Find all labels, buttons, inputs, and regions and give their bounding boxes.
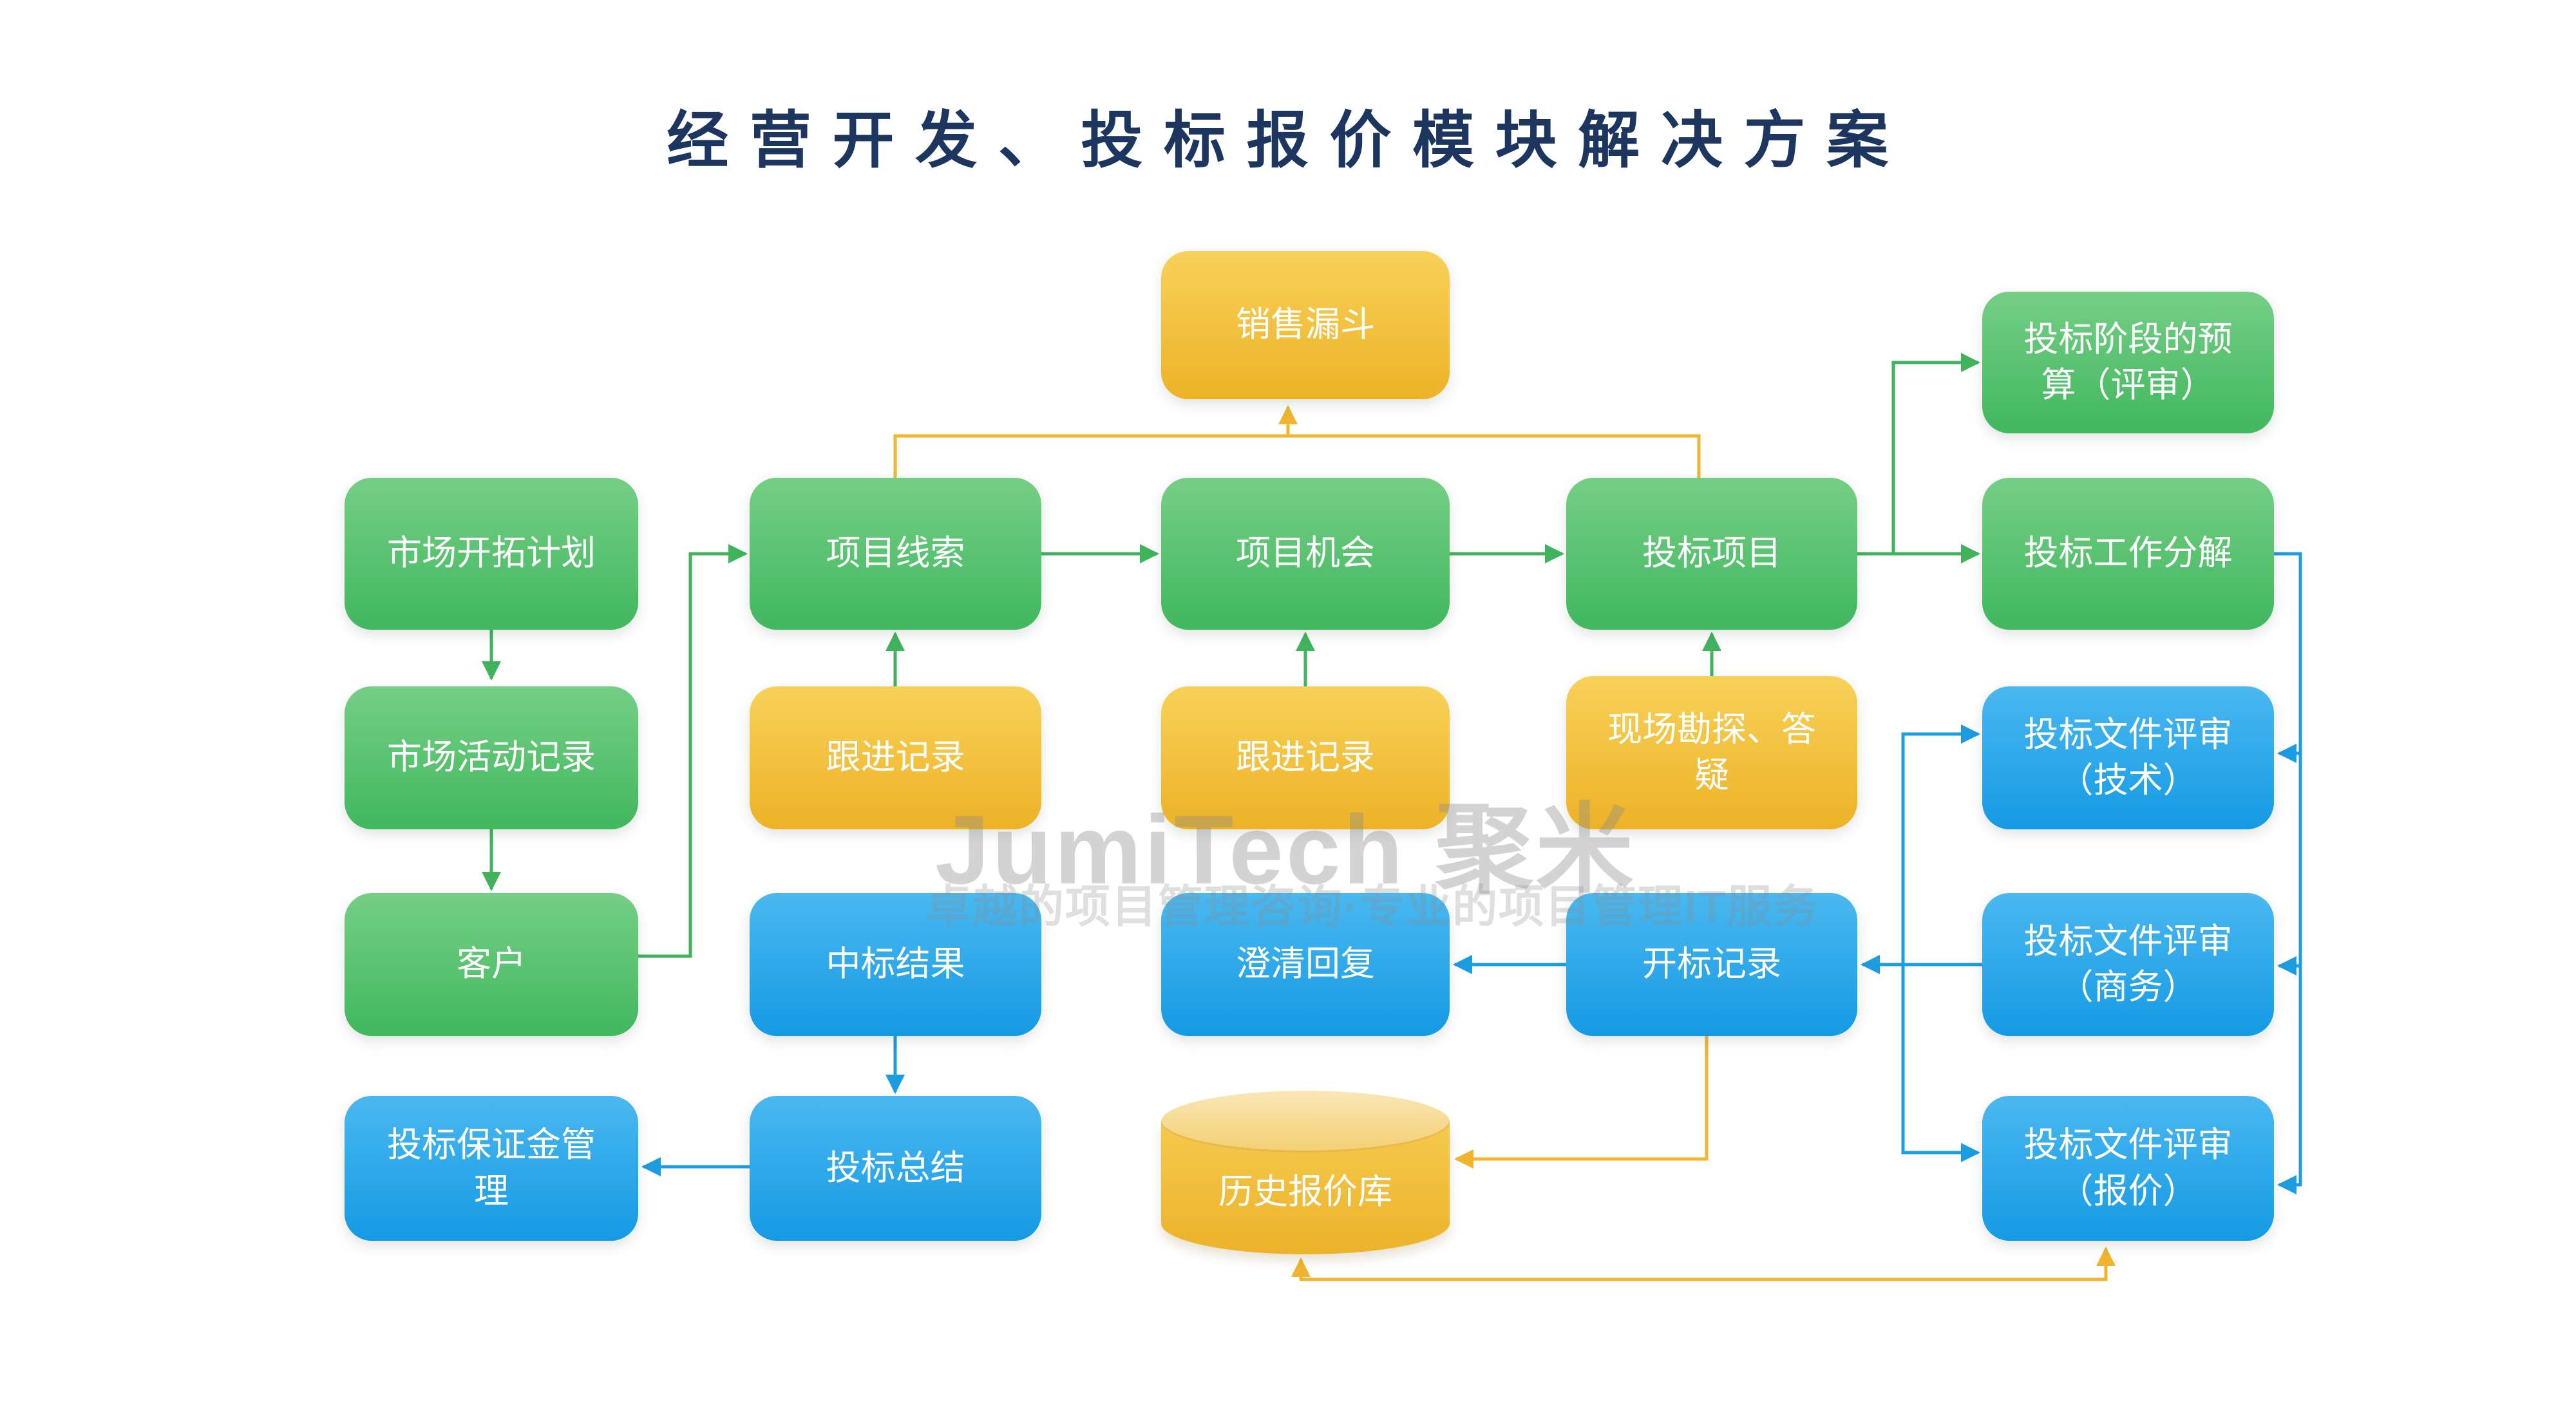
node-clarification: 澄清回复	[1161, 893, 1450, 1036]
node-label: 投标阶段的预算（评审）	[2023, 319, 2233, 404]
node-label: 现场勘探、答疑	[1607, 710, 1816, 795]
node-label: 市场开拓计划	[387, 534, 596, 573]
node-bid-wbs: 投标工作分解	[1982, 478, 2274, 630]
node-label: 开标记录	[1642, 945, 1781, 984]
node-label: 跟进记录	[1236, 738, 1375, 777]
node-label: 项目线索	[826, 534, 965, 573]
node-label: 投标文件评审（技术）	[2023, 715, 2233, 800]
node-label: 投标保证金管理	[387, 1126, 596, 1211]
node-review-commercial: 投标文件评审（商务）	[1982, 893, 2274, 1036]
node-label: 投标文件评审（报价）	[2023, 1126, 2233, 1211]
node-label: 投标项目	[1642, 534, 1781, 573]
node-customer: 客户	[345, 893, 638, 1036]
node-review-price: 投标文件评审（报价）	[1982, 1096, 2274, 1241]
node-label: 市场活动记录	[387, 738, 596, 777]
edge-funnel-bus	[893, 434, 1701, 478]
node-site-survey: 现场勘探、答疑	[1566, 676, 1857, 829]
page-title: 经营开发、投标报价模块解决方案	[667, 106, 1909, 175]
node-budget-review: 投标阶段的预算（评审）	[1982, 292, 2274, 433]
node-label: 投标总结	[826, 1148, 965, 1187]
edge-bid-wbs-to-review-price-bus	[2274, 552, 2302, 1194]
node-label: 客户	[457, 945, 526, 984]
edge-history-quotes-review-price-link	[1291, 1247, 2116, 1281]
node-label: 投标工作分解	[2023, 534, 2233, 573]
edge-junction-to-review-price	[1901, 965, 1980, 1162]
node-sales-funnel: 销售漏斗	[1161, 251, 1450, 399]
node-label: 澄清回复	[1236, 945, 1375, 984]
node-deposit-mgmt: 投标保证金管理	[345, 1096, 638, 1241]
node-market-plan: 市场开拓计划	[345, 478, 638, 630]
node-bid-summary: 投标总结	[750, 1096, 1041, 1241]
node-label: 中标结果	[826, 945, 965, 984]
node-label: 跟进记录	[826, 738, 965, 777]
edge-customer-to-project-leads	[638, 544, 748, 958]
node-followup-2: 跟进记录	[1161, 686, 1450, 829]
node-label: 历史报价库	[1218, 1172, 1392, 1211]
node-project-leads: 项目线索	[750, 478, 1041, 630]
node-label: 销售漏斗	[1236, 305, 1375, 344]
node-history-quotes: 历史报价库	[1161, 1091, 1450, 1254]
node-label: 项目机会	[1236, 534, 1375, 573]
node-review-tech: 投标文件评审（技术）	[1982, 686, 2274, 829]
node-followup-1: 跟进记录	[750, 686, 1041, 829]
edge-junction-to-review-tech	[1901, 724, 1980, 965]
node-bid-opening: 开标记录	[1566, 893, 1857, 1036]
edge-bidding-project-to-budget-review	[1891, 353, 1980, 554]
node-bid-result: 中标结果	[750, 893, 1041, 1036]
node-project-opportunity: 项目机会	[1161, 478, 1450, 630]
edge-bid-opening-to-history-quotes	[1454, 1036, 1709, 1169]
cylinder-top-ellipse	[1161, 1091, 1450, 1153]
node-bidding-project: 投标项目	[1566, 478, 1857, 630]
node-market-activity: 市场活动记录	[345, 686, 638, 829]
node-label: 投标文件评审（商务）	[2023, 921, 2233, 1006]
